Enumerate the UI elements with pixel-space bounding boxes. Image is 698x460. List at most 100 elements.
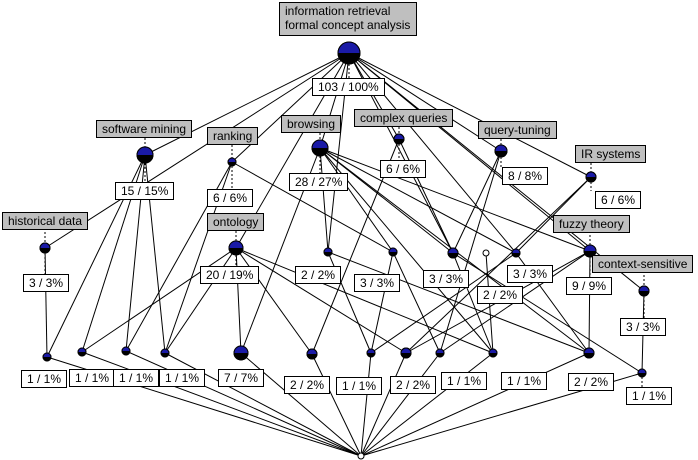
lattice-edge bbox=[164, 247, 237, 354]
lattice-edge bbox=[319, 147, 329, 253]
count-label-1-1-f: 1 / 1% bbox=[441, 372, 488, 390]
lattice-edge bbox=[452, 150, 502, 254]
lattice-edge bbox=[360, 352, 494, 457]
count-label-ranking: 6 / 6% bbox=[207, 189, 254, 207]
lattice-edge bbox=[319, 52, 350, 149]
count-label-browsing: 28 / 27% bbox=[289, 173, 349, 191]
lattice-edge bbox=[360, 352, 372, 457]
concept-node bbox=[121, 346, 131, 356]
count-label-1-1-e: 1 / 1% bbox=[336, 377, 383, 395]
count-label-2-2-b: 2 / 2% bbox=[477, 286, 524, 304]
count-label-top: 103 / 100% bbox=[312, 78, 385, 96]
lattice-edge bbox=[348, 52, 502, 152]
attr-label-fuzzy-theory: fuzzy theory bbox=[553, 215, 630, 233]
lattice-edge bbox=[235, 247, 313, 355]
attr-label-complex-queries: complex queries bbox=[354, 109, 454, 127]
lattice-edge bbox=[370, 251, 394, 354]
count-label-historical-data: 3 / 3% bbox=[23, 274, 70, 292]
attr-label-ir-systems: IR systems bbox=[575, 145, 647, 163]
concept-node bbox=[77, 347, 87, 357]
lattice-edge bbox=[439, 150, 502, 354]
concept-node bbox=[400, 347, 412, 359]
count-label-1-1-b: 1 / 1% bbox=[69, 369, 116, 387]
concept-node bbox=[136, 146, 154, 164]
concept-node bbox=[511, 248, 521, 258]
lattice-edge bbox=[588, 250, 591, 354]
concept-node bbox=[228, 240, 244, 256]
lattice-edge bbox=[235, 247, 407, 354]
lattice-edge bbox=[44, 52, 350, 249]
count-label-3-3-c: 3 / 3% bbox=[507, 265, 554, 283]
attr-label-ir-line2: formal concept analysis bbox=[285, 18, 411, 32]
concept-node bbox=[435, 348, 445, 358]
lattice-edge bbox=[452, 252, 643, 374]
count-label-complex-queries: 6 / 6% bbox=[380, 160, 427, 178]
lattice-edge bbox=[235, 247, 242, 354]
count-label-2-2-d: 2 / 2% bbox=[390, 376, 437, 394]
concept-node bbox=[585, 171, 597, 183]
lattice-edge bbox=[360, 352, 590, 457]
lattice-edge bbox=[319, 147, 394, 253]
lattice-edge bbox=[231, 161, 394, 253]
lattice-edge bbox=[327, 251, 590, 354]
concept-node bbox=[388, 247, 398, 257]
lattice-edge bbox=[319, 147, 494, 354]
lattice-edge bbox=[360, 352, 441, 457]
concept-node bbox=[311, 139, 329, 157]
count-label-2-2-c: 2 / 2% bbox=[284, 376, 331, 394]
attr-label-ir-line1: information retrieval bbox=[285, 4, 391, 18]
lattice-edge bbox=[452, 252, 494, 354]
count-label-3-3-a: 3 / 3% bbox=[354, 274, 401, 292]
count-label-3-3-b: 3 / 3% bbox=[423, 270, 470, 288]
count-label-fuzzy-theory: 9 / 9% bbox=[566, 277, 613, 295]
lattice-edge bbox=[125, 350, 362, 457]
count-label-software-mining: 15 / 15% bbox=[115, 182, 175, 200]
concept-node bbox=[233, 345, 249, 361]
count-label-ontology: 20 / 19% bbox=[200, 266, 260, 284]
lattice-edge bbox=[398, 138, 454, 254]
concept-node bbox=[583, 244, 597, 258]
lattice-edge bbox=[392, 251, 441, 354]
attr-label-browsing: browsing bbox=[281, 115, 342, 133]
lattice-edges bbox=[44, 52, 645, 457]
concept-node bbox=[357, 452, 365, 460]
concept-node bbox=[323, 247, 333, 257]
concept-node bbox=[39, 242, 51, 254]
lattice-edge bbox=[144, 52, 350, 156]
count-label-1-1-c: 1 / 1% bbox=[113, 369, 160, 387]
lattice-edge bbox=[348, 52, 592, 178]
concept-node bbox=[306, 348, 318, 360]
concept-node bbox=[637, 368, 647, 378]
lattice-edge bbox=[370, 252, 517, 354]
concept-node bbox=[337, 41, 361, 65]
attr-label-context-sensitive: context-sensitive bbox=[592, 255, 694, 273]
attr-label-software-mining: software mining bbox=[96, 120, 193, 138]
concept-node bbox=[393, 133, 405, 145]
count-label-1-1-a: 1 / 1% bbox=[21, 370, 68, 388]
concept-node bbox=[447, 247, 459, 259]
count-label-1-1-g: 1 / 1% bbox=[501, 372, 548, 390]
attr-label-query-tuning: query-tuning bbox=[478, 121, 557, 139]
count-label-7-7: 7 / 7% bbox=[218, 369, 265, 387]
lattice-edge bbox=[81, 247, 237, 353]
lattice-edge bbox=[235, 247, 494, 354]
concept-node bbox=[488, 348, 498, 358]
count-label-query-tuning: 8 / 8% bbox=[502, 167, 549, 185]
lattice-edge bbox=[81, 351, 362, 457]
count-label-1-1-d: 1 / 1% bbox=[159, 369, 206, 387]
count-label-ir-systems: 6 / 6% bbox=[595, 191, 642, 209]
count-label-2-2-a: 2 / 2% bbox=[295, 266, 342, 284]
attr-label-ir-fca: information retrieval formal concept ana… bbox=[279, 2, 417, 36]
concept-node bbox=[638, 285, 650, 297]
concept-node bbox=[494, 144, 508, 158]
attr-label-ranking: ranking bbox=[207, 127, 259, 145]
concept-node bbox=[42, 352, 52, 362]
concept-node bbox=[366, 348, 376, 358]
lattice-edge bbox=[319, 147, 591, 252]
lattice-nodes bbox=[39, 41, 650, 460]
count-label-context-sensitive: 3 / 3% bbox=[620, 318, 667, 336]
lattice-edge bbox=[319, 147, 517, 254]
lattice-edge bbox=[231, 52, 350, 163]
count-label-2-2-e: 2 / 2% bbox=[568, 373, 615, 391]
